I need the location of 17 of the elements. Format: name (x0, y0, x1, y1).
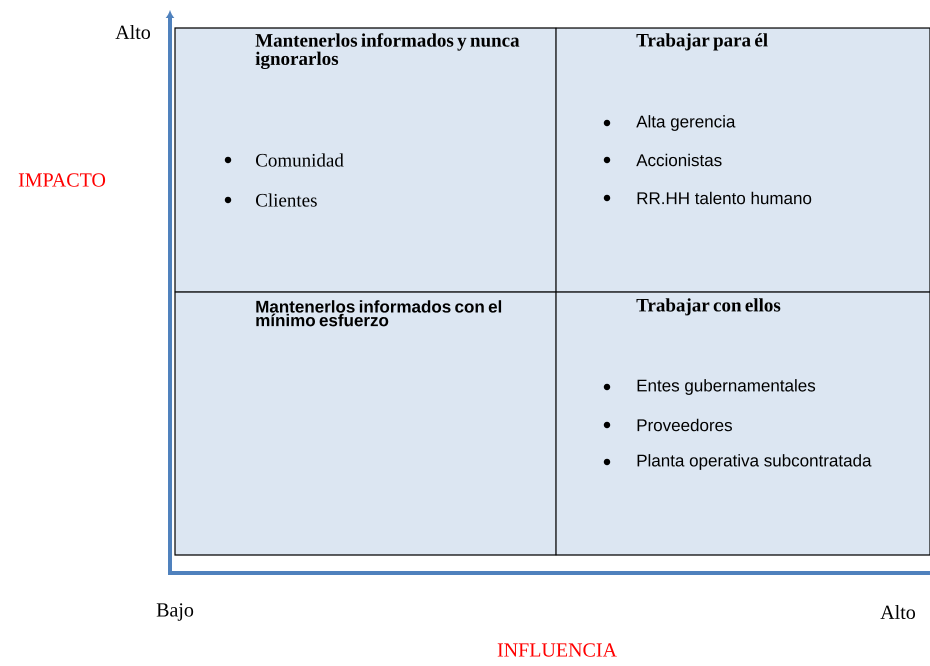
list-item: Alta gerencia (636, 115, 736, 131)
list-item: Accionistas (636, 154, 722, 166)
quadrant-heading: Mantenerlos informados con el mínimo esfuerzo (256, 300, 502, 326)
list-item: RR.HH talento humano (638, 192, 812, 204)
list-item: Proveedores (638, 418, 732, 432)
axis-label: Alto (115, 24, 150, 40)
list-item: Planta operativa subcontratada (638, 454, 872, 470)
axis-title: IMPACTO (18, 173, 106, 187)
list-item: Entes gubernamentales (638, 379, 816, 395)
quadrant-heading: Mantenerlos informados y nunca ignorarlos (256, 33, 520, 70)
quadrant-heading: Trabajar para él (636, 33, 768, 50)
axis-title: INFLUENCIA (498, 643, 617, 657)
list-item: Clientes (256, 193, 317, 207)
axis-label: Alto (880, 604, 916, 620)
axis-label: Bajo (156, 603, 194, 621)
quadrant-heading: Trabajar con ellos (636, 298, 780, 316)
list-item: Comunidad (256, 153, 344, 167)
